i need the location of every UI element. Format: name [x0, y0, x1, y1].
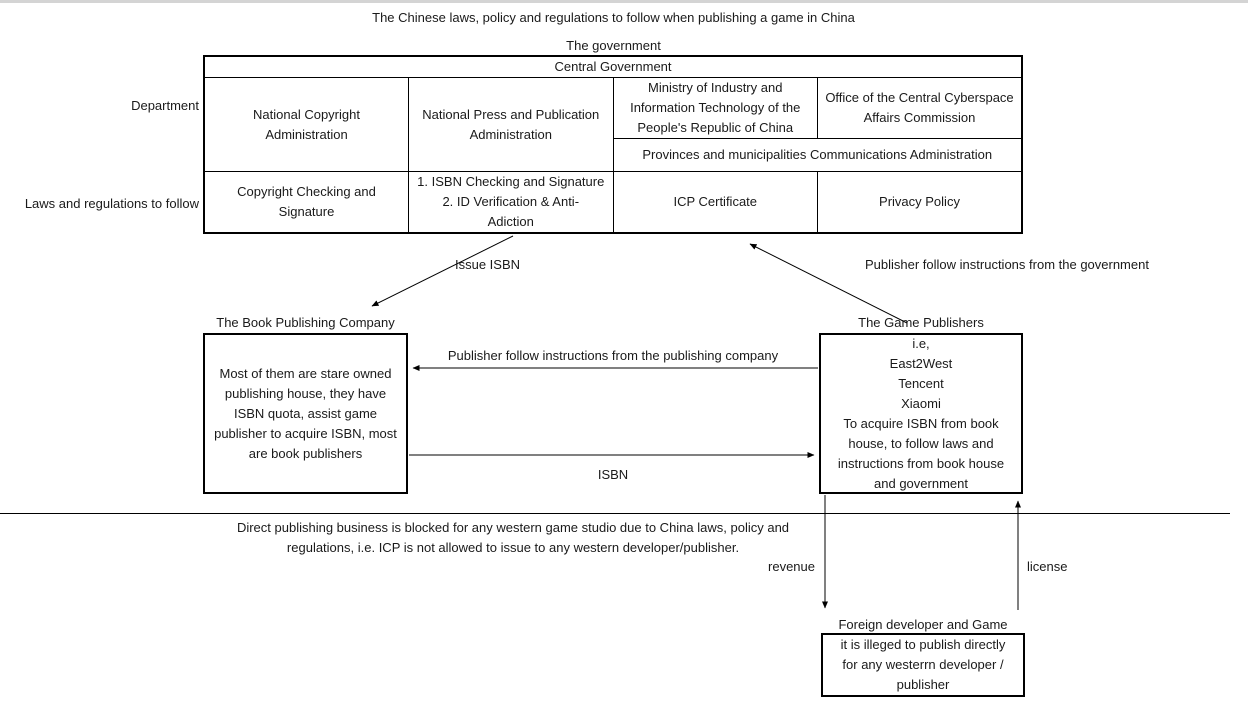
cell-national-copyright: National Copyright Administration [203, 77, 409, 172]
cell-copyright-checking: Copyright Checking and Signature [203, 171, 409, 234]
book-publishing-box: Most of them are stare owned publishing … [203, 333, 408, 494]
foreign-developer-box: it is illeged to publish directly for an… [821, 633, 1025, 697]
revenue-label: revenue [768, 559, 815, 574]
game-publishers-box: i.e, East2West Tencent Xiaomi To acquire… [819, 333, 1023, 494]
cell-privacy-policy: Privacy Policy [817, 171, 1023, 234]
foreign-box-title: Foreign developer and Game [838, 617, 1008, 632]
page-title: The Chinese laws, policy and regulations… [372, 10, 855, 25]
cell-cyberspace-office: Office of the Central Cyberspace Affairs… [817, 77, 1023, 139]
foreign-box-body: it is illeged to publish directly for an… [840, 637, 1006, 692]
cell-ministry-industry: Ministry of Industry and Information Tec… [612, 77, 818, 139]
game-box-body: i.e, East2West Tencent Xiaomi To acquire… [837, 335, 1005, 491]
pubco-instructions-label: Publisher follow instructions from the p… [447, 348, 779, 363]
section-divider-line [0, 513, 1230, 514]
window-top-strip [0, 0, 1248, 3]
game-box-title: The Game Publishers [858, 315, 984, 330]
cell-icp-certificate: ICP Certificate [612, 171, 818, 234]
cell-central-government: Central Government [203, 55, 1023, 78]
gov-instructions-arrow [749, 243, 908, 324]
government-label: The government [566, 38, 661, 53]
government-table: Central Government National Copyright Ad… [203, 55, 1023, 234]
label-department: Department [131, 98, 199, 113]
book-box-body: Most of them are stare owned publishing … [214, 365, 397, 461]
cell-press-publication: National Press and Publication Administr… [408, 77, 614, 172]
cell-isbn-checking: 1. ISBN Checking and Signature 2. ID Ver… [408, 171, 614, 234]
book-box-title: The Book Publishing Company [216, 315, 395, 330]
license-label: license [1027, 559, 1068, 574]
gov-instructions-label: Publisher follow instructions from the g… [865, 257, 1149, 272]
blocked-note: Direct publishing business is blocked fo… [236, 520, 790, 555]
label-laws-regulations: Laws and regulations to follow [24, 196, 199, 211]
cell-provinces-communications: Provinces and municipalities Communicati… [612, 138, 1023, 172]
isbn-label: ISBN [597, 467, 629, 482]
issue-isbn-label: Issue ISBN [455, 257, 521, 272]
